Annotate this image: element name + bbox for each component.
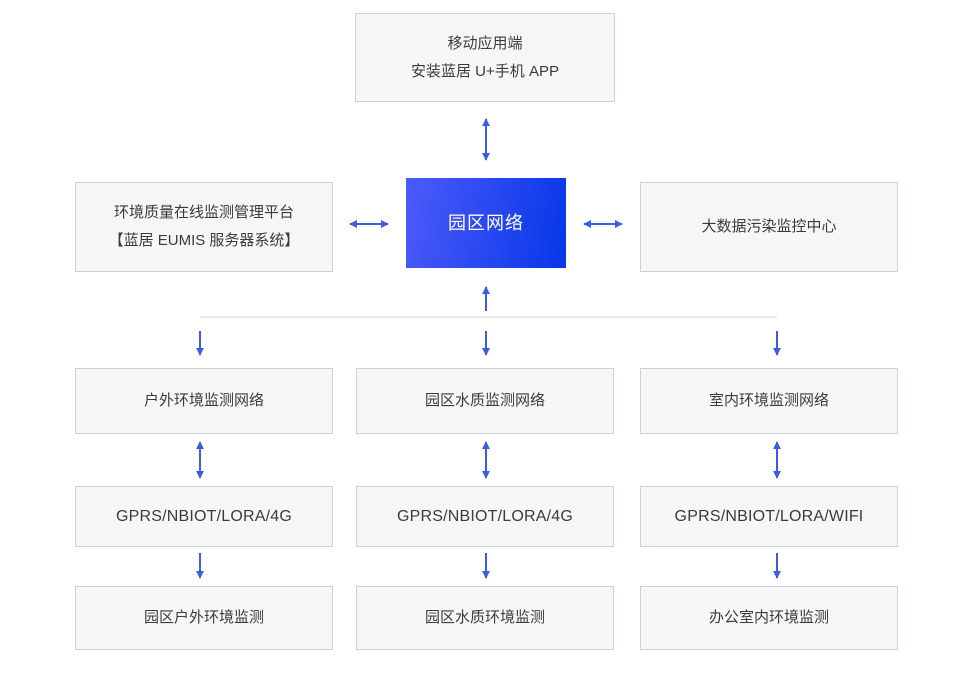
indoor-monitoring-label: 办公室内环境监测 xyxy=(708,609,829,626)
water-monitoring-label: 园区水质环境监测 xyxy=(424,609,545,626)
outdoor-protocol-label: GPRS/NBIOT/LORA/4G xyxy=(115,507,293,525)
water-network-label: 园区水质监测网络 xyxy=(424,392,545,409)
node-indoor-network: 室内环境监测网络 xyxy=(640,368,898,434)
indoor-network-label: 室内环境监测网络 xyxy=(708,392,829,409)
node-indoor-monitoring: 办公室内环境监测 xyxy=(640,586,898,650)
node-water-network: 园区水质监测网络 xyxy=(356,368,614,434)
node-outdoor-network: 户外环境监测网络 xyxy=(75,368,333,434)
node-monitoring-platform: 环境质量在线监测管理平台 【蓝居 EUMIS 服务器系统】 xyxy=(75,182,333,272)
node-indoor-protocol: GPRS/NBIOT/LORA/WIFI xyxy=(640,486,898,547)
node-mobile-app: 移动应用端 安装蓝居 U+手机 APP xyxy=(355,13,615,102)
node-water-protocol: GPRS/NBIOT/LORA/4G xyxy=(356,486,614,547)
platform-line1: 环境质量在线监测管理平台 xyxy=(113,204,294,221)
outdoor-monitoring-label: 园区户外环境监测 xyxy=(143,609,264,626)
platform-line2: 【蓝居 EUMIS 服务器系统】 xyxy=(108,232,300,249)
mobile-app-line1: 移动应用端 xyxy=(447,34,523,52)
node-park-network: 园区网络 xyxy=(406,178,566,268)
water-protocol-label: GPRS/NBIOT/LORA/4G xyxy=(396,507,574,525)
mobile-app-line2: 安装蓝居 U+手机 APP xyxy=(411,62,559,80)
indoor-protocol-label: GPRS/NBIOT/LORA/WIFI xyxy=(674,507,864,525)
node-water-monitoring: 园区水质环境监测 xyxy=(356,586,614,650)
bigdata-center-label: 大数据污染监控中心 xyxy=(701,218,837,235)
node-outdoor-protocol: GPRS/NBIOT/LORA/4G xyxy=(75,486,333,547)
park-network-label: 园区网络 xyxy=(448,213,524,233)
outdoor-network-label: 户外环境监测网络 xyxy=(143,392,264,409)
node-outdoor-monitoring: 园区户外环境监测 xyxy=(75,586,333,650)
node-bigdata-center: 大数据污染监控中心 xyxy=(640,182,898,272)
